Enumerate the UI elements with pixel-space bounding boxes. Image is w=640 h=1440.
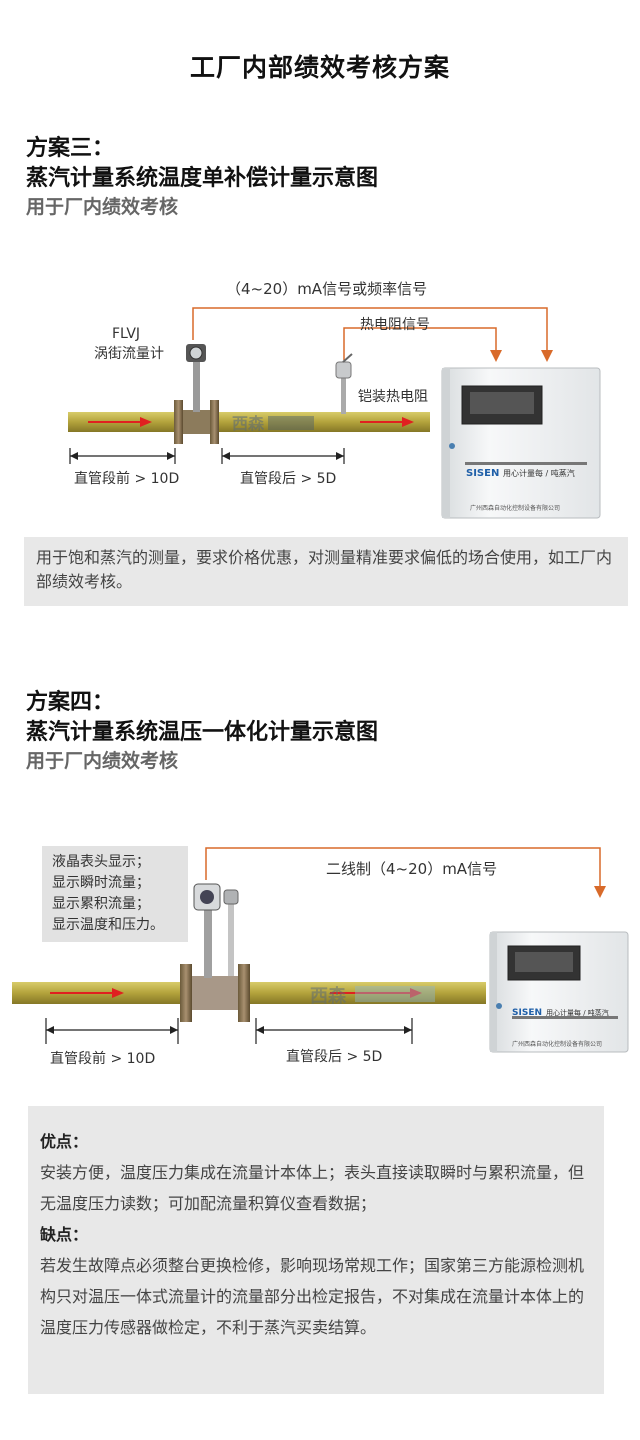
scheme4-cons-title: 缺点： <box>40 1225 89 1244</box>
scheme4-signal-arrow <box>594 886 606 898</box>
scheme3-heading-a: 方案三： <box>26 136 115 161</box>
scheme4-diagram-svg: 西森 SISEN 用心计量每 / 吨蒸汽 广州西森自动化控制设备有限公司 <box>12 847 629 1053</box>
scheme3-cabinet-brand: SISEN <box>466 468 499 479</box>
scheme4-lcd-line: 液晶表头显示； <box>52 854 150 870</box>
scheme4-lcd-line: 显示温度和压力。 <box>52 917 164 933</box>
scheme4-pros-text: 安装方便，温度压力集成在流量计本体上；表头直接读取瞬时与累积流量，但无温度压力读… <box>40 1163 585 1213</box>
scheme3-cabinet-text: 用心计量每 / 吨蒸汽 <box>503 468 575 478</box>
scheme4-cons-text: 若发生故障点必须整台更换检修，影响现场常规工作；国家第三方能源检测机构只对温压一… <box>40 1256 585 1337</box>
scheme3-heading-c: 用于厂内绩效考核 <box>26 196 179 218</box>
scheme4-signal-line <box>205 847 601 888</box>
scheme4-flowmeter <box>180 883 250 1022</box>
scheme4-signal-top-label: 二线制（4~20）mA信号 <box>326 860 498 878</box>
scheme3-dimension-lines <box>69 448 345 464</box>
scheme4-dimension-lines <box>45 1018 413 1044</box>
scheme4-pipe-after-label: 直管段后 > 5D <box>286 1049 383 1065</box>
scheme3-heading: 方案三： 蒸汽计量系统温度单补偿计量示意图 用于厂内绩效考核 <box>26 134 378 220</box>
scheme4-pipe-before-label: 直管段前 > 10D <box>50 1051 156 1067</box>
scheme4-heading-b: 蒸汽计量系统温压一体化计量示意图 <box>26 720 379 745</box>
scheme3-watermark: 西森 <box>232 414 265 433</box>
scheme4-watermark: 西森 <box>310 985 347 1007</box>
scheme3-diagram: 西森 SISEN 用心计量每 / <box>0 270 640 530</box>
scheme4-pros-title: 优点： <box>40 1132 89 1151</box>
scheme3-pipe-after-label: 直管段后 > 5D <box>240 471 337 487</box>
scheme3-cabinet <box>441 367 601 519</box>
scheme4-cabinet <box>489 931 629 1053</box>
scheme4-cabinet-company: 广州西森自动化控制设备有限公司 <box>512 1040 602 1048</box>
scheme4-heading: 方案四： 蒸汽计量系统温压一体化计量示意图 用于厂内绩效考核 <box>26 688 378 774</box>
scheme3-note: 用于饱和蒸汽的测量，要求价格优惠，对测量精准要求偏低的场合使用，如工厂内部绩效考… <box>24 537 628 606</box>
scheme4-cabinet-brand: SISEN <box>512 1008 542 1018</box>
scheme4-diagram: 西森 SISEN 用心计量每 / 吨蒸汽 广州西森自动化控制设备有限公司 二线制… <box>0 840 640 1080</box>
scheme3-diagram-svg: 西森 SISEN 用心计量每 / <box>68 307 601 519</box>
scheme3-heading-b: 蒸汽计量系统温度单补偿计量示意图 <box>26 166 379 191</box>
scheme4-cabinet-text: 用心计量每 / 吨蒸汽 <box>546 1008 609 1017</box>
scheme3-cabinet-company: 广州西森自动化控制设备有限公司 <box>470 504 560 512</box>
scheme3-pipe-before-label: 直管段前 > 10D <box>74 471 180 487</box>
scheme3-flowmeter-name: 涡街流量计 <box>94 346 164 362</box>
scheme3-signal-rtd-label: 热电阻信号 <box>360 317 430 333</box>
scheme4-pros-cons: 优点： 安装方便，温度压力集成在流量计本体上；表头直接读取瞬时与累积流量，但无温… <box>28 1106 604 1394</box>
scheme4-lcd-line: 显示累积流量； <box>52 896 150 912</box>
scheme3-rtd <box>335 353 353 414</box>
scheme3-signal-lines <box>192 307 548 360</box>
scheme3-flowmeter-model: FLVJ <box>112 326 141 342</box>
scheme3-signal-top-label: （4~20）mA信号或频率信号 <box>226 280 428 298</box>
page-title: 工厂内部绩效考核方案 <box>189 53 450 82</box>
scheme3-flow-arrows <box>88 417 414 427</box>
scheme4-lcd-note: 液晶表头显示； 显示瞬时流量； 显示累积流量； 显示温度和压力。 <box>42 846 188 942</box>
scheme3-signal-arrow-1 <box>541 350 553 362</box>
scheme3-rtd-label: 铠装热电阻 <box>358 389 428 405</box>
scheme4-heading-c: 用于厂内绩效考核 <box>26 750 179 772</box>
scheme4-flow-arrows <box>50 988 422 998</box>
scheme3-flowmeter <box>174 344 219 444</box>
scheme3-pipe <box>68 412 430 432</box>
scheme4-lcd-line: 显示瞬时流量； <box>52 875 150 891</box>
scheme3-signal-arrow-2 <box>490 350 502 362</box>
scheme4-heading-a: 方案四： <box>26 690 115 715</box>
